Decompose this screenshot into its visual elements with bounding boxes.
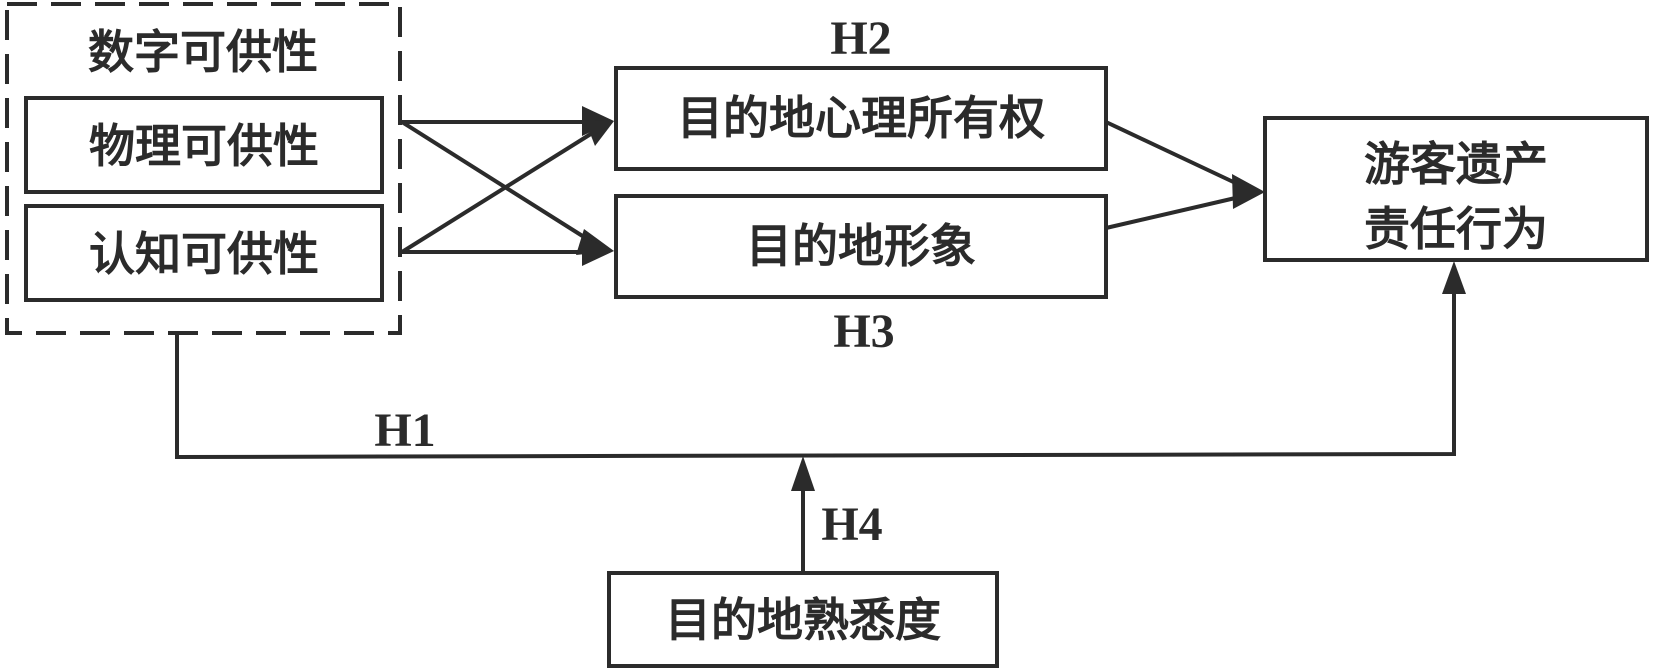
cognitive-affordance-label: 认知可供性 [89,227,319,281]
edge-image-to-outcome [1105,194,1245,230]
destination-image-box [614,194,1108,299]
physical-affordance-box [24,96,384,194]
destination-image-label: 目的地形象 [746,219,976,273]
cognitive-affordance-box [24,204,384,302]
edge-affordance-to-outcome-h1 [175,290,1456,460]
destination-familiarity-label: 目的地熟悉度 [665,593,941,647]
digital-affordance-group [5,2,402,335]
hypothesis-h3-label: H3 [833,305,894,358]
arrowhead-cognitive-to-ownership [585,120,614,146]
hypothesis-h1-label: H1 [374,404,435,457]
arrowhead-cognitive-to-image [582,236,614,266]
hypothesis-h4-label: H4 [821,498,882,551]
digital-affordance-title: 数字可供性 [88,25,318,79]
edge-physical-to-image [400,120,594,244]
destination-familiarity-box [607,571,999,668]
psychological-ownership-box [614,66,1108,171]
arrowhead-to-outcome [1232,174,1265,209]
outcome-label-line1: 游客遗产 [1364,137,1548,191]
edge-cognitive-to-ownership [400,130,596,254]
psychological-ownership-label: 目的地心理所有权 [677,91,1045,145]
physical-affordance-label: 物理可供性 [89,119,319,173]
edge-ownership-to-outcome [1105,120,1245,189]
heritage-responsibility-behavior-box [1263,116,1649,262]
arrowhead-h4 [791,456,815,491]
hypothesis-h2-label: H2 [830,12,891,65]
outcome-label-line2: 责任行为 [1364,202,1548,256]
arrowhead-h1 [1442,261,1466,294]
